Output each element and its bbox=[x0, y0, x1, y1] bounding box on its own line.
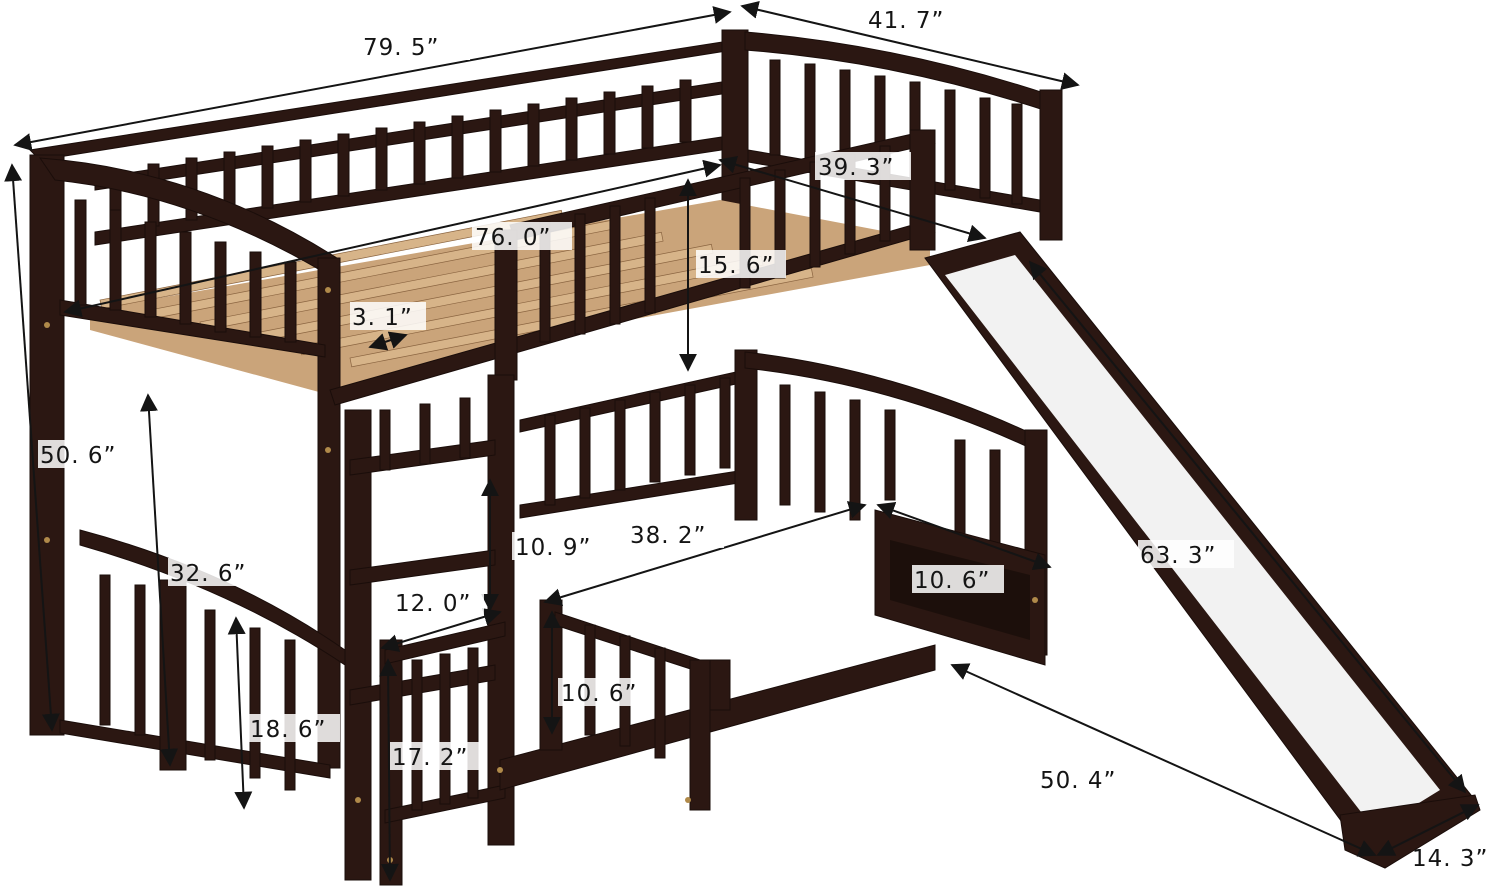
right-headboard-upper bbox=[721, 29, 1063, 241]
label-slat-gap: 3. 1” bbox=[352, 305, 413, 331]
label-overall-width: 41. 7” bbox=[868, 8, 944, 34]
back-rail-lower bbox=[519, 369, 746, 519]
label-inner-width: 39. 3” bbox=[818, 155, 894, 181]
label-lower-end-height: 18. 6” bbox=[250, 717, 326, 743]
label-lower-clearance: 32. 6” bbox=[170, 561, 246, 587]
dimension-labels: 79. 5” 41. 7” 39. 3” 76. 0” 15. 6” 3. 1”… bbox=[38, 8, 1488, 872]
label-ladder-gap: 12. 0” bbox=[395, 591, 471, 617]
dimension-lines bbox=[4, 0, 1480, 882]
label-slide-reach: 50. 4” bbox=[1040, 768, 1116, 794]
label-ladder-post-height: 17. 2” bbox=[392, 745, 468, 771]
label-inner-length: 76. 0” bbox=[475, 225, 551, 251]
bed-frame bbox=[28, 29, 1481, 886]
label-guardrail-height: 15. 6” bbox=[698, 253, 774, 279]
label-slide-length: 63. 3” bbox=[1140, 543, 1216, 569]
label-ladder-step: 10. 9” bbox=[515, 535, 591, 561]
label-lower-rail-height: 10. 6” bbox=[561, 681, 637, 707]
label-drawer-height: 10. 6” bbox=[914, 568, 990, 594]
label-overall-length: 79. 5” bbox=[363, 35, 439, 61]
label-lower-inner-width: 38. 2” bbox=[630, 523, 706, 549]
back-guardrail-upper bbox=[28, 39, 747, 246]
label-overall-height: 50. 6” bbox=[40, 443, 116, 469]
label-slide-width: 14. 3” bbox=[1412, 846, 1488, 872]
